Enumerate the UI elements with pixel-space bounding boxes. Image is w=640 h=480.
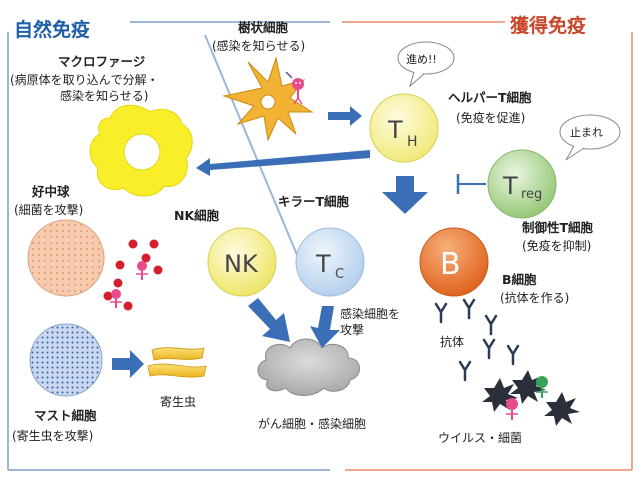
antibody-label: 抗体 xyxy=(440,334,464,349)
nk-label: NK細胞 xyxy=(174,208,220,223)
cancer-cloud xyxy=(257,338,360,396)
bacteria-dots xyxy=(103,239,163,311)
cancer-label: がん細胞・感染細胞 xyxy=(258,416,366,431)
neutrophil-label: 好中球 xyxy=(31,184,70,199)
go-bubble xyxy=(397,41,455,88)
treg-cell xyxy=(487,149,557,219)
boundary-line xyxy=(204,34,301,263)
dendritic-label: 樹状細胞 xyxy=(238,20,289,35)
th-subscript: H xyxy=(407,134,418,150)
mast-desc: (寄生虫を攻撃) xyxy=(12,428,93,443)
b-symbol: B xyxy=(440,247,461,282)
nk-symbol: NK xyxy=(224,250,259,278)
arrow-nk-cancer xyxy=(248,298,290,342)
arrow-helper-macrophage xyxy=(196,150,370,176)
b-cell xyxy=(419,227,489,297)
neutrophil-desc: (細菌を攻撃) xyxy=(14,202,83,217)
mast-label: マスト細胞 xyxy=(34,408,97,423)
germ-icon xyxy=(285,71,304,105)
tc-subscript: C xyxy=(335,267,344,282)
antibody-icons xyxy=(434,298,520,382)
tc-symbol: T xyxy=(315,250,331,278)
bcell-label: B細胞 xyxy=(502,272,537,287)
arrow-dendritic-helper xyxy=(328,106,362,126)
macrophage-desc-1: (病原体を取り込んで分解・ xyxy=(10,72,159,87)
dendritic-desc: (感染を知らせる) xyxy=(212,38,305,53)
adaptive-frame xyxy=(342,21,633,471)
virus-label: ウイルス・細菌 xyxy=(438,431,522,445)
th-symbol: T xyxy=(387,116,403,144)
treg-label: 制御性T細胞 xyxy=(522,220,594,235)
nk-cell xyxy=(207,227,277,297)
bcell-desc: (抗体を作る) xyxy=(500,290,569,305)
helper-t-cell xyxy=(369,93,439,163)
germ-icon xyxy=(506,376,548,420)
treg-symbol: T xyxy=(502,172,518,200)
innate-frame xyxy=(7,21,330,471)
infected-attack-1: 感染細胞を xyxy=(340,306,400,321)
killer-t-cell xyxy=(295,227,365,297)
macrophage-label: マクロファージ xyxy=(58,54,146,69)
innate-title: 自然免疫 xyxy=(14,18,90,41)
germ-icon xyxy=(110,261,148,308)
mast-cell xyxy=(29,323,103,397)
killer-label: キラーT細胞 xyxy=(278,194,350,209)
infected-attack-2: 攻撃 xyxy=(340,322,364,337)
arrow-tc-cancer xyxy=(310,306,340,348)
dendritic-cell xyxy=(222,56,314,142)
treg-desc: (免疫を抑制) xyxy=(522,238,591,253)
go-text: 進め!! xyxy=(406,53,437,66)
arrow-helper-b xyxy=(382,176,428,214)
stop-bubble xyxy=(559,114,621,161)
parasite-label: 寄生虫 xyxy=(160,394,196,409)
macrophage-cell xyxy=(89,104,193,197)
inhibit-line xyxy=(456,174,486,194)
virus-icons xyxy=(482,370,580,426)
helper-desc: (免疫を促進) xyxy=(456,110,525,125)
stop-text: 止まれ xyxy=(570,126,603,139)
treg-subscript: reg xyxy=(521,187,542,202)
adaptive-title: 獲得免疫 xyxy=(510,14,586,37)
parasite-icon xyxy=(147,347,207,378)
neutrophil-cell xyxy=(27,219,105,297)
helper-label: ヘルパーT細胞 xyxy=(448,90,532,105)
arrow-mast-parasite xyxy=(112,350,144,378)
macrophage-desc-2: 感染を知らせる) xyxy=(60,88,148,103)
